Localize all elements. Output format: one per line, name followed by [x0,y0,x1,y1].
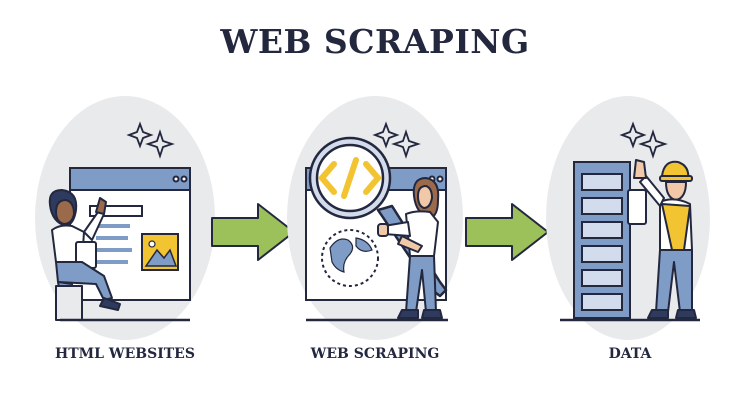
person-figure [377,177,443,319]
worker-figure [627,159,697,319]
sparkle-icon [619,121,668,159]
sparkle-icon [372,121,421,159]
person-figure [48,189,121,321]
browser-window [69,167,191,301]
data-illustration [546,96,710,340]
diagram-title: WEB SCRAPING [220,22,530,61]
arrow-right-icon [465,203,549,261]
sparkle-icon [126,121,175,159]
globe-icon [321,229,379,287]
step-label-data: DATA [608,346,652,362]
step-label-web-scraping: WEB SCRAPING [310,346,440,362]
web-scraping-illustration [287,96,463,340]
html-websites-illustration [35,96,215,340]
step-label-html-websites: HTML WEBSITES [55,346,195,362]
code-brackets-icon [318,157,382,199]
arrow-right-icon [211,203,295,261]
server-rack-icon [573,161,631,319]
